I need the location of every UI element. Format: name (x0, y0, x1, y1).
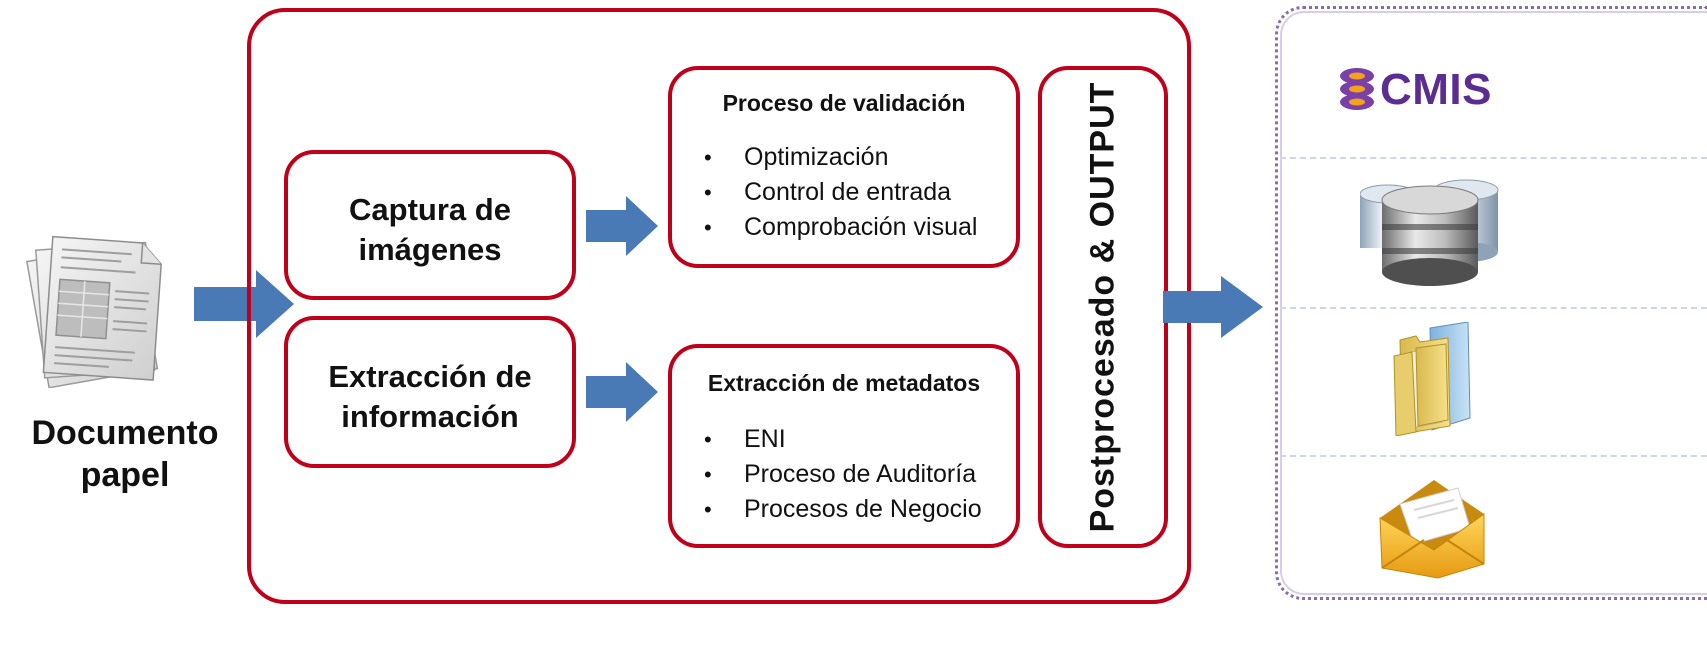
repository-panel-inner (1280, 11, 1707, 595)
capture-box-line2: imágenes (358, 232, 502, 267)
info-extraction-box: Extracción de información (284, 316, 576, 468)
database-icon (1360, 179, 1499, 286)
document-label-line2: papel (80, 456, 170, 494)
validation-item-text: Comprobación visual (744, 213, 978, 241)
capture-box-line1: Captura de (349, 192, 511, 227)
validation-item-list: •Optimización •Control de entrada •Compr… (704, 140, 977, 245)
extraction-box-line1: Extracción de (328, 359, 532, 394)
paper-document-icon (26, 235, 162, 388)
extraction-box-line2: información (341, 399, 519, 434)
repository-divider (1280, 307, 1707, 309)
metadata-item-list: •ENI •Proceso de Auditoría •Procesos de … (704, 422, 982, 527)
repository-divider (1280, 157, 1707, 159)
extraction-to-metadata-arrow-icon (586, 362, 658, 422)
postprocess-output-box: Postprocesado & OUTPUT (1038, 66, 1168, 548)
metadata-item-text: Proceso de Auditoría (744, 460, 977, 488)
list-item: •ENI (704, 425, 786, 453)
list-item: •Proceso de Auditoría (704, 460, 977, 488)
document-label-line1: Documento (31, 414, 219, 452)
email-icon (1379, 480, 1485, 579)
output-arrow-icon (1163, 276, 1263, 338)
validation-box-title: Proceso de validación (722, 90, 966, 116)
capture-images-box: Captura de imágenes (284, 150, 576, 300)
metadata-extraction-box: Extracción de metadatos •ENI •Proceso de… (668, 344, 1020, 548)
validation-process-box: Proceso de validación •Optimización •Con… (668, 66, 1020, 268)
validation-item-text: Optimización (744, 143, 889, 171)
repository-divider (1280, 455, 1707, 457)
input-arrow-icon (194, 270, 294, 338)
metadata-item-text: Procesos de Negocio (744, 495, 982, 523)
list-item: •Procesos de Negocio (704, 495, 982, 523)
folder-icon (1393, 322, 1471, 436)
cmis-logo-text: CMIS (1380, 65, 1492, 114)
metadata-box-title: Extracción de metadatos (707, 370, 981, 396)
capture-to-validation-arrow-icon (586, 196, 658, 256)
cmis-logo-icon (1340, 68, 1374, 110)
list-item: •Comprobación visual (704, 213, 978, 241)
postprocess-label: Postprocesado & OUTPUT (1083, 81, 1122, 533)
validation-item-text: Control de entrada (744, 178, 952, 206)
list-item: •Control de entrada (704, 178, 952, 206)
document-label: Documento papel (0, 412, 250, 496)
list-item: •Optimización (704, 143, 889, 171)
metadata-item-text: ENI (744, 425, 786, 453)
